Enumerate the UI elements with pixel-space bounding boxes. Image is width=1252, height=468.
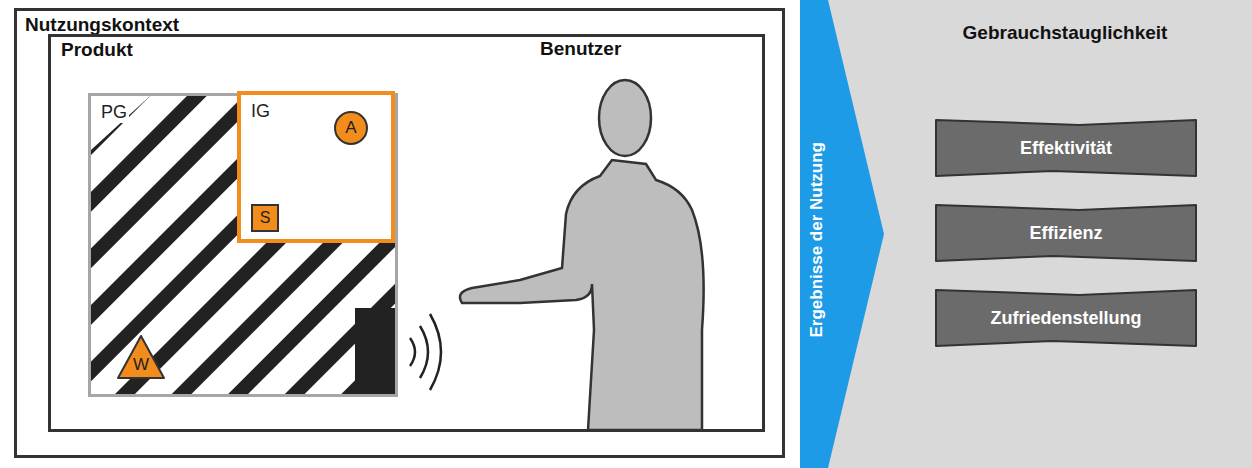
user-label: Benutzer xyxy=(540,38,621,60)
a-circle-text: A xyxy=(345,118,356,138)
interface-device xyxy=(355,308,397,395)
usability-panel-text: Gebrauchstauglichkeit xyxy=(963,22,1168,44)
w-triangle-text: W xyxy=(133,355,149,375)
s-square-text: S xyxy=(260,209,271,227)
criterion-box-text: Effektivität xyxy=(1020,138,1112,159)
criterion-box: Zufriedenstellung xyxy=(935,289,1197,347)
band-fill xyxy=(800,0,884,468)
product-frame: ProduktPG IG A S W xyxy=(48,34,765,432)
criterion-box: Effizienz xyxy=(935,204,1197,262)
product-frame-text: Produkt xyxy=(61,39,133,61)
criterion-box-text: Zufriedenstellung xyxy=(990,308,1141,329)
criterion-box: Effektivität xyxy=(935,119,1197,177)
notched-fill xyxy=(936,120,1196,176)
context-frame: NutzungskontextProduktPG IG A S W xyxy=(14,8,785,458)
pg-region-text: PG xyxy=(99,102,129,123)
pg-region: PG IG A S W xyxy=(88,93,398,397)
criterion-box-text: Effizienz xyxy=(1029,223,1102,244)
results-band: Ergebnisse der Nutzung xyxy=(800,0,886,468)
ig-region-text: IG xyxy=(251,101,270,122)
a-circle: A xyxy=(334,111,368,145)
usability-panel: GebrauchstauglichkeitErgebnisse der Nutz… xyxy=(800,0,1252,468)
context-frame-text: Nutzungskontext xyxy=(25,14,179,36)
w-triangle: W xyxy=(116,334,166,380)
notched-fill xyxy=(936,205,1196,261)
results-band-text: Ergebnisse der Nutzung xyxy=(807,142,827,338)
s-square: S xyxy=(251,204,279,232)
ig-region: IG A S xyxy=(237,91,395,243)
user-silhouette xyxy=(460,80,704,430)
triangle-fill xyxy=(118,336,164,378)
signal-waves xyxy=(410,314,441,390)
notched-fill xyxy=(936,290,1196,346)
